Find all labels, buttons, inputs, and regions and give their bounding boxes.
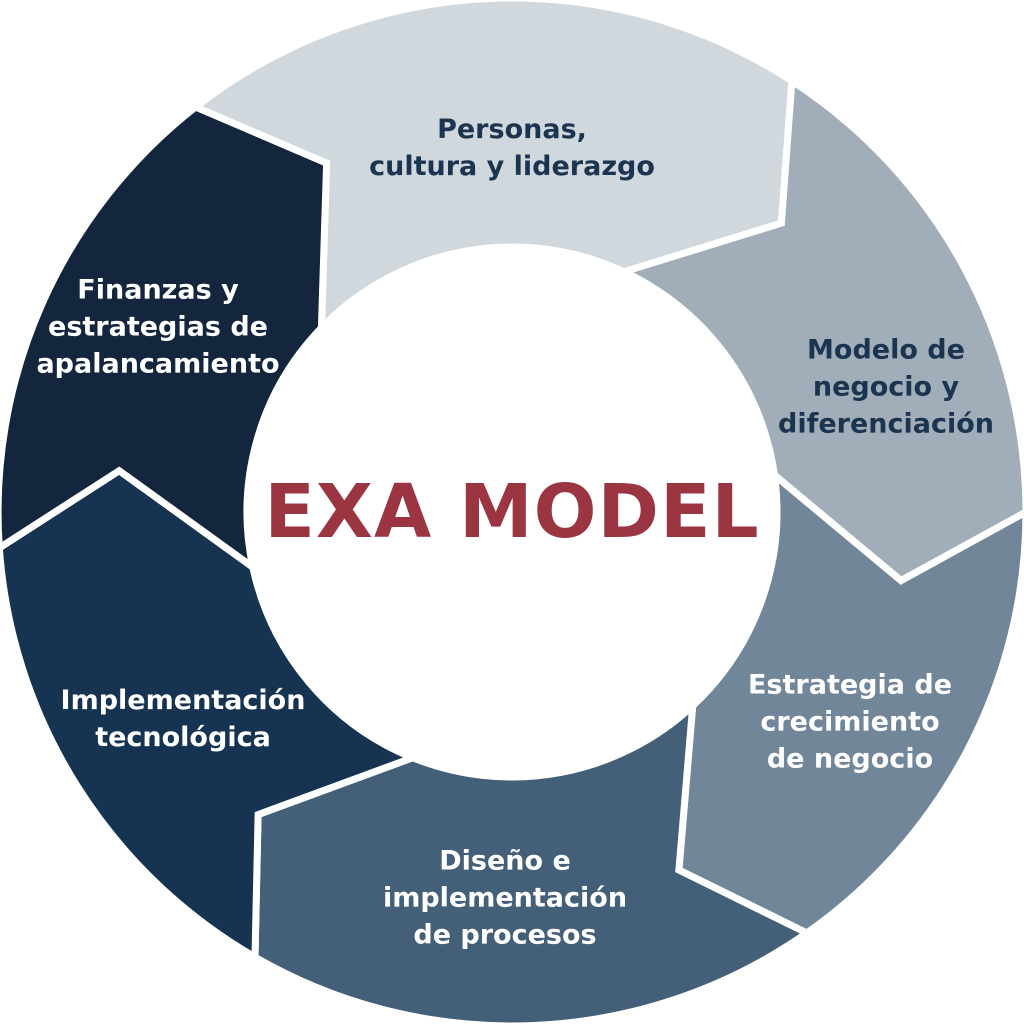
diagram-title: EXA MODEL xyxy=(264,469,760,555)
segment-label-personas: Personas,cultura y liderazgo xyxy=(369,114,655,182)
center-circle xyxy=(247,247,777,777)
